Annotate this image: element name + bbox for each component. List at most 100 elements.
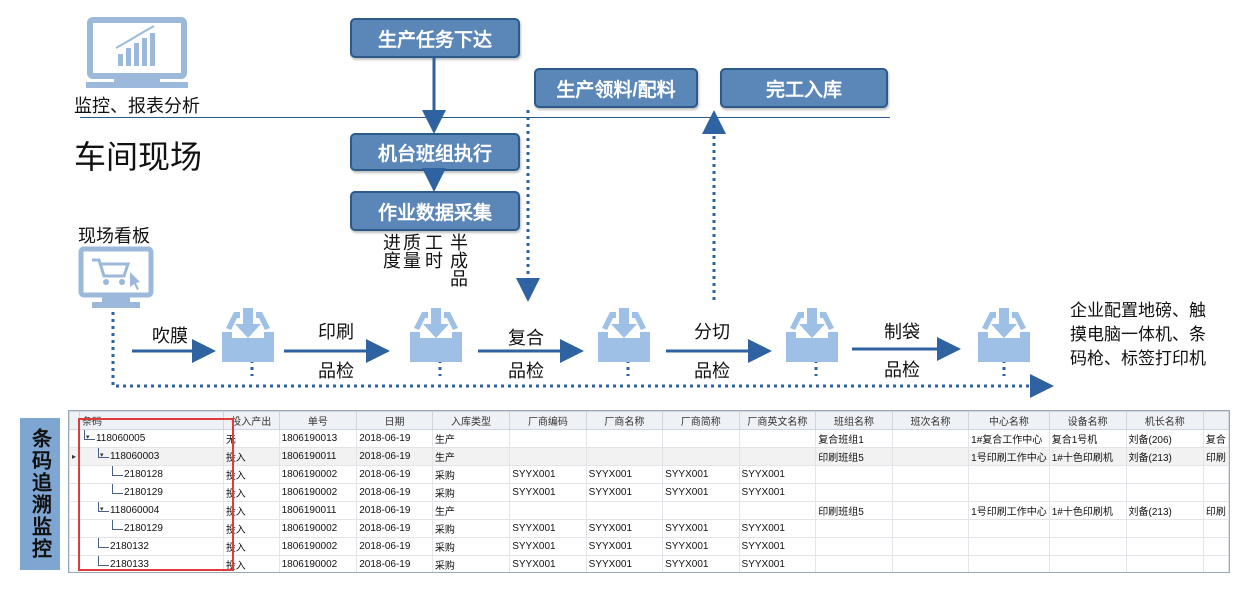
step-label-slit: 分切: [694, 322, 730, 342]
table-cell: 复合: [1202, 429, 1229, 448]
column-header[interactable]: 机长名称: [1125, 411, 1204, 430]
table-cell: [1125, 465, 1204, 484]
column-header[interactable]: 厂商英文名称: [738, 411, 817, 430]
column-header[interactable]: 班次名称: [891, 411, 970, 430]
expand-chevron-icon[interactable]: ▾: [99, 506, 104, 513]
table-cell: [815, 555, 893, 572]
monitor-chart-icon: [86, 17, 188, 88]
table-cell: [1202, 555, 1229, 572]
step-qc-print: 品检: [318, 361, 354, 381]
table-cell: 2018-06-19: [356, 483, 433, 502]
expand-chevron-icon[interactable]: ▾: [85, 434, 90, 441]
table-cell: 投入: [222, 555, 280, 572]
tree-connector: [97, 502, 109, 512]
table-cell: 1806190002: [278, 537, 358, 556]
task-issue-box[interactable]: 生产任务下达: [350, 18, 520, 58]
table-cell: 1806190002: [278, 519, 358, 538]
table-cell: [1202, 519, 1229, 538]
collect-quality: 质量: [403, 233, 421, 271]
table-cell: SYYX001: [738, 519, 817, 538]
trace-grid: 条码投入产出单号日期入库类型厂商编码厂商名称厂商简称厂商英文名称班组名称班次名称…: [68, 410, 1230, 573]
table-cell: [968, 483, 1050, 502]
workshop-title: 车间现场: [74, 139, 203, 175]
table-cell: 2018-06-19: [356, 501, 433, 520]
data-collect-box[interactable]: 作业数据采集: [350, 191, 520, 231]
monitor-label: 监控、报表分析: [74, 96, 200, 116]
column-header[interactable]: 日期: [356, 411, 433, 430]
table-cell: 生产: [431, 501, 511, 520]
tree-connector: [97, 556, 109, 566]
tree-connector: [111, 466, 123, 476]
hardware-note-2: 摸电脑一体机、条: [1070, 325, 1206, 344]
table-header-row: 条码投入产出单号日期入库类型厂商编码厂商名称厂商简称厂商英文名称班组名称班次名称…: [69, 411, 1229, 430]
column-header[interactable]: 单号: [278, 411, 358, 430]
table-cell: [662, 447, 740, 466]
table-cell: 复合1号机: [1048, 429, 1127, 448]
column-header[interactable]: 厂商名称: [585, 411, 664, 430]
table-cell: [1125, 537, 1204, 556]
table-cell: [891, 465, 970, 484]
step-qc-bag: 品检: [884, 360, 920, 380]
table-cell: 1#十色印刷机: [1048, 501, 1127, 520]
column-header[interactable]: 中心名称: [968, 411, 1050, 430]
table-cell: 印刷: [1202, 447, 1229, 466]
column-header[interactable]: 班组名称: [815, 411, 893, 430]
table-cell: 1806190002: [278, 465, 358, 484]
column-header[interactable]: 入库类型: [431, 411, 511, 430]
machine-exec-box[interactable]: 机台班组执行: [350, 133, 520, 171]
warehousing-box[interactable]: 完工入库: [720, 68, 888, 108]
table-cell: [815, 537, 893, 556]
table-cell: 1806190002: [278, 483, 358, 502]
table-cell: [509, 429, 587, 448]
table-cell: SYYX001: [509, 555, 587, 572]
material-box[interactable]: 生产领料/配料: [534, 68, 698, 108]
table-cell: SYYX001: [738, 537, 817, 556]
hardware-note-3: 码枪、标签打印机: [1070, 349, 1206, 368]
table-cell: SYYX001: [509, 465, 587, 484]
table-cell: [585, 501, 664, 520]
table-cell: [815, 519, 893, 538]
table-cell: [738, 429, 817, 448]
tray-download-icon: [598, 308, 650, 362]
table-cell: 采购: [431, 465, 511, 484]
divider-line: [80, 117, 890, 118]
table-cell: SYYX001: [585, 483, 664, 502]
column-header[interactable]: 厂商简称: [662, 411, 740, 430]
table-cell: [891, 483, 970, 502]
table-cell: [1048, 483, 1127, 502]
table-cell: [585, 429, 664, 448]
table-cell: [1125, 483, 1204, 502]
barcode-text: 2180133: [109, 559, 149, 570]
cart-screen-icon: [78, 246, 154, 308]
tree-connector: [97, 448, 109, 458]
table-cell: SYYX001: [662, 483, 740, 502]
table-cell: 采购: [431, 483, 511, 502]
table-cell: SYYX001: [585, 465, 664, 484]
trace-sidebar-label: 条码追溯监控: [28, 428, 51, 560]
column-header[interactable]: [1202, 411, 1229, 430]
table-cell: [1048, 519, 1127, 538]
hardware-note-1: 企业配置地磅、触: [1070, 301, 1206, 320]
table-cell: [509, 501, 587, 520]
tree-connector: [111, 484, 123, 494]
table-cell: SYYX001: [662, 537, 740, 556]
table-cell: [815, 483, 893, 502]
table-cell: SYYX001: [662, 555, 740, 572]
tray-download-icon: [978, 308, 1030, 362]
table-cell: 1806190011: [278, 447, 358, 466]
column-header[interactable]: 厂商编码: [509, 411, 587, 430]
barcode-cell: 118060003▾: [78, 447, 224, 466]
expand-chevron-icon[interactable]: ▾: [99, 452, 104, 459]
column-header[interactable]: 设备名称: [1048, 411, 1127, 430]
table-cell: 刘备(206): [1125, 429, 1204, 448]
table-cell: 1806190011: [278, 501, 358, 520]
table-cell: [1125, 519, 1204, 538]
